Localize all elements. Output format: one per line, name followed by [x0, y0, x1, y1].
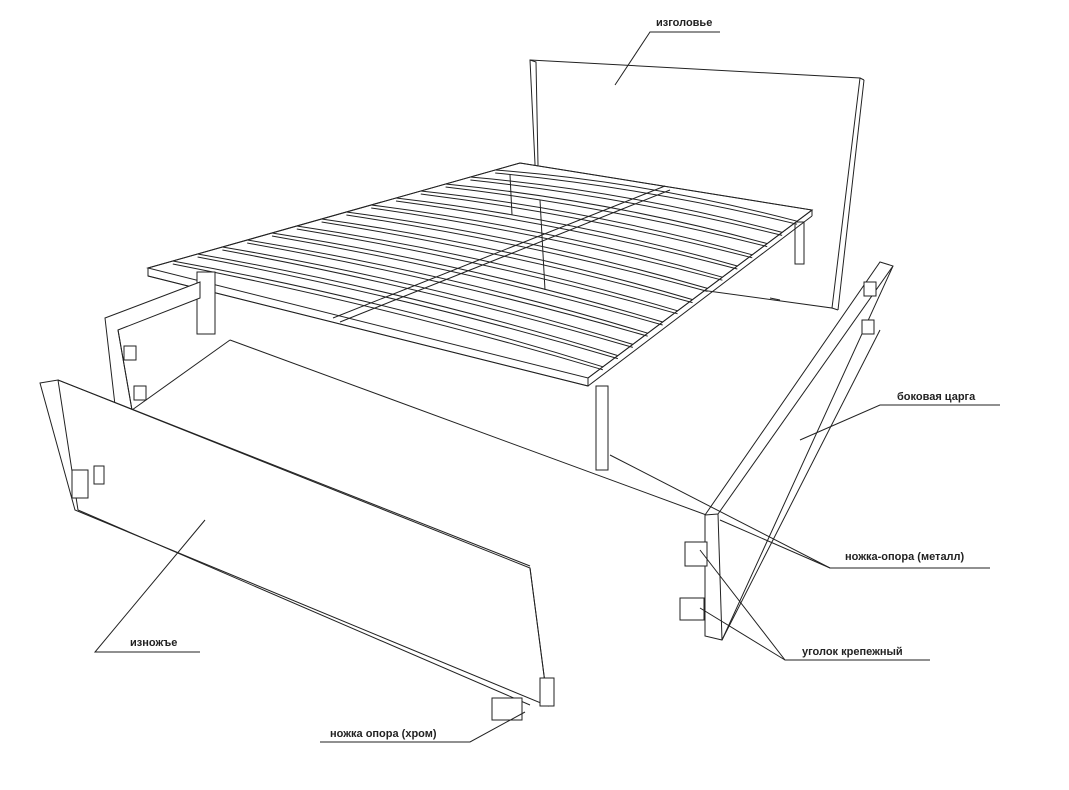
slat — [247, 239, 648, 334]
slat — [346, 214, 708, 292]
chrome-leg — [491, 697, 523, 721]
bracket-icon — [123, 345, 137, 361]
slat — [296, 225, 678, 312]
label-headboard: изголовье — [656, 17, 712, 29]
slat — [197, 253, 619, 357]
slat — [321, 221, 693, 304]
label-footboard: изножъе — [130, 637, 177, 649]
slat-frame — [146, 162, 814, 387]
label-chrome-leg: ножка опора (хром) — [330, 728, 437, 740]
slat — [321, 218, 693, 301]
bracket-icon — [71, 469, 89, 499]
slat — [470, 176, 783, 233]
footboard — [39, 379, 555, 721]
metal-leg-back — [794, 221, 805, 265]
bracket-icon — [679, 597, 705, 621]
slat — [371, 207, 723, 281]
slat — [445, 186, 768, 248]
slat — [296, 228, 678, 315]
chrome-leg — [539, 677, 555, 707]
label-side-rail: боковая царга — [897, 391, 976, 403]
bracket-icon — [93, 465, 105, 485]
metal-leg-left — [196, 271, 216, 335]
label-metal-leg: ножка-опора (металл) — [845, 551, 965, 563]
slat — [222, 246, 633, 345]
slat — [197, 256, 619, 360]
slat — [420, 193, 753, 259]
slat — [172, 263, 604, 371]
slat — [495, 172, 798, 225]
slat — [271, 232, 663, 323]
bracket-icon — [861, 319, 875, 335]
slat — [371, 204, 723, 278]
slat — [420, 190, 753, 256]
slat — [395, 197, 738, 267]
leader-lines — [93, 31, 1000, 743]
slat — [395, 200, 738, 270]
slat — [222, 249, 633, 348]
slat — [445, 183, 768, 245]
label-bracket: уголок крепежный — [802, 646, 903, 658]
slat — [247, 242, 648, 337]
bracket-icon — [684, 541, 708, 567]
metal-leg-front — [595, 385, 609, 471]
slat — [172, 260, 604, 368]
bracket-icon — [863, 281, 877, 297]
slat — [271, 235, 663, 326]
slat — [346, 211, 708, 289]
side-rail — [679, 261, 894, 641]
bracket-icon — [133, 385, 147, 401]
slat — [495, 169, 798, 222]
